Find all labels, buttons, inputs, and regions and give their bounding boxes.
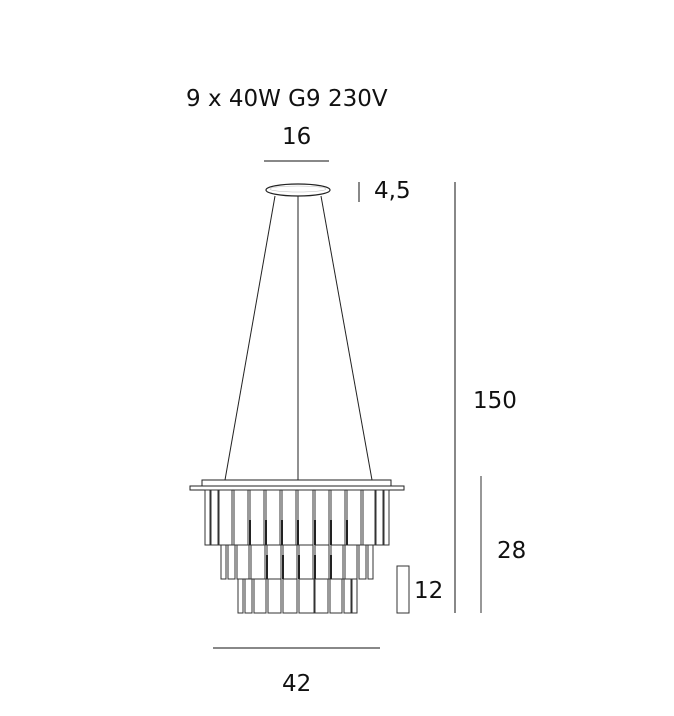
rod-tier-2 — [220, 544, 374, 580]
dim-rod-height: 12 — [414, 578, 444, 604]
dimension-lines — [213, 160, 456, 649]
rod-tier-3 — [237, 578, 358, 614]
rod-inner-shading — [249, 520, 348, 579]
spec-label: 9 x 40W G9 230V — [186, 86, 388, 112]
rod-height-marker — [396, 565, 410, 614]
dim-canopy-diameter: 16 — [282, 124, 312, 150]
dim-body-height: 28 — [497, 538, 527, 564]
frame-top — [201, 479, 392, 487]
rod-tier-1 — [204, 489, 390, 546]
dim-total-height: 150 — [473, 388, 517, 414]
dim-body-diameter: 42 — [282, 671, 312, 697]
dim-canopy-height: 4,5 — [374, 178, 411, 204]
frame-ring — [189, 485, 405, 491]
suspension-cables — [224, 195, 373, 481]
